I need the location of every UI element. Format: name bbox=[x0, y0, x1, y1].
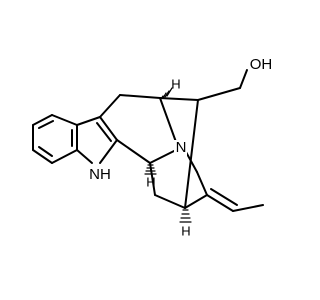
bond-ethylidene-double-a bbox=[206, 194, 234, 212]
stereo-h-mid-label: H bbox=[146, 174, 155, 189]
bond-benz-5 bbox=[32, 149, 53, 164]
bond-ch2-ceq bbox=[196, 171, 208, 196]
stereo-hashes bbox=[144, 87, 192, 223]
bond-pyr-2 bbox=[99, 116, 118, 141]
hash-bond-mid bbox=[144, 164, 157, 175]
hash-bond-bottom bbox=[179, 209, 192, 223]
bond-ceq-chlow bbox=[184, 194, 208, 209]
bond-ethylidene-methyl bbox=[232, 204, 264, 212]
nh-label: NH bbox=[89, 166, 111, 183]
bond-bridge-chlow bbox=[184, 99, 199, 209]
structure-diagram: OH N NH H H H bbox=[32, 56, 274, 238]
bridgehead-n-label: N bbox=[176, 139, 187, 156]
bond-bridge-ch2oh bbox=[197, 87, 241, 101]
bond-benz-4 bbox=[51, 149, 78, 164]
pyrrole-ring bbox=[76, 116, 118, 164]
bond-c2-ch bbox=[116, 139, 151, 164]
oh-label: OH bbox=[250, 56, 273, 73]
bond-ch-bridge bbox=[159, 97, 199, 101]
ethylidene-group bbox=[206, 188, 264, 212]
bond-benz-double-a bbox=[38, 120, 54, 129]
bond-ch2-oh bbox=[239, 69, 248, 89]
atom-labels: OH N NH H H H bbox=[88, 56, 274, 238]
bond-c-ch2-top bbox=[99, 94, 121, 118]
bond-pyr-4 bbox=[76, 149, 93, 164]
molecule-canvas: OH N NH H H H bbox=[32, 55, 274, 239]
bond-ethylidene-double-b bbox=[210, 188, 238, 206]
bond-pyr-1 bbox=[76, 116, 101, 126]
bond-benz-2 bbox=[51, 114, 78, 126]
bond-pyr-3 bbox=[99, 139, 118, 164]
hash-bond-top bbox=[160, 87, 173, 100]
bond-benz-1 bbox=[32, 114, 53, 126]
stereo-h-top-label: H bbox=[171, 76, 180, 91]
bond-ch-n bbox=[159, 97, 177, 143]
benzene-ring bbox=[32, 114, 78, 164]
bond-ch2-ch bbox=[119, 94, 161, 99]
bond-ch-n2 bbox=[149, 149, 177, 164]
bond-benz-double-c bbox=[38, 146, 53, 157]
stereo-h-bottom-label: H bbox=[181, 223, 190, 238]
aliphatic-framework bbox=[99, 69, 248, 209]
bond-ch2-chlow bbox=[154, 194, 186, 209]
bond-pyr-double bbox=[96, 122, 112, 142]
